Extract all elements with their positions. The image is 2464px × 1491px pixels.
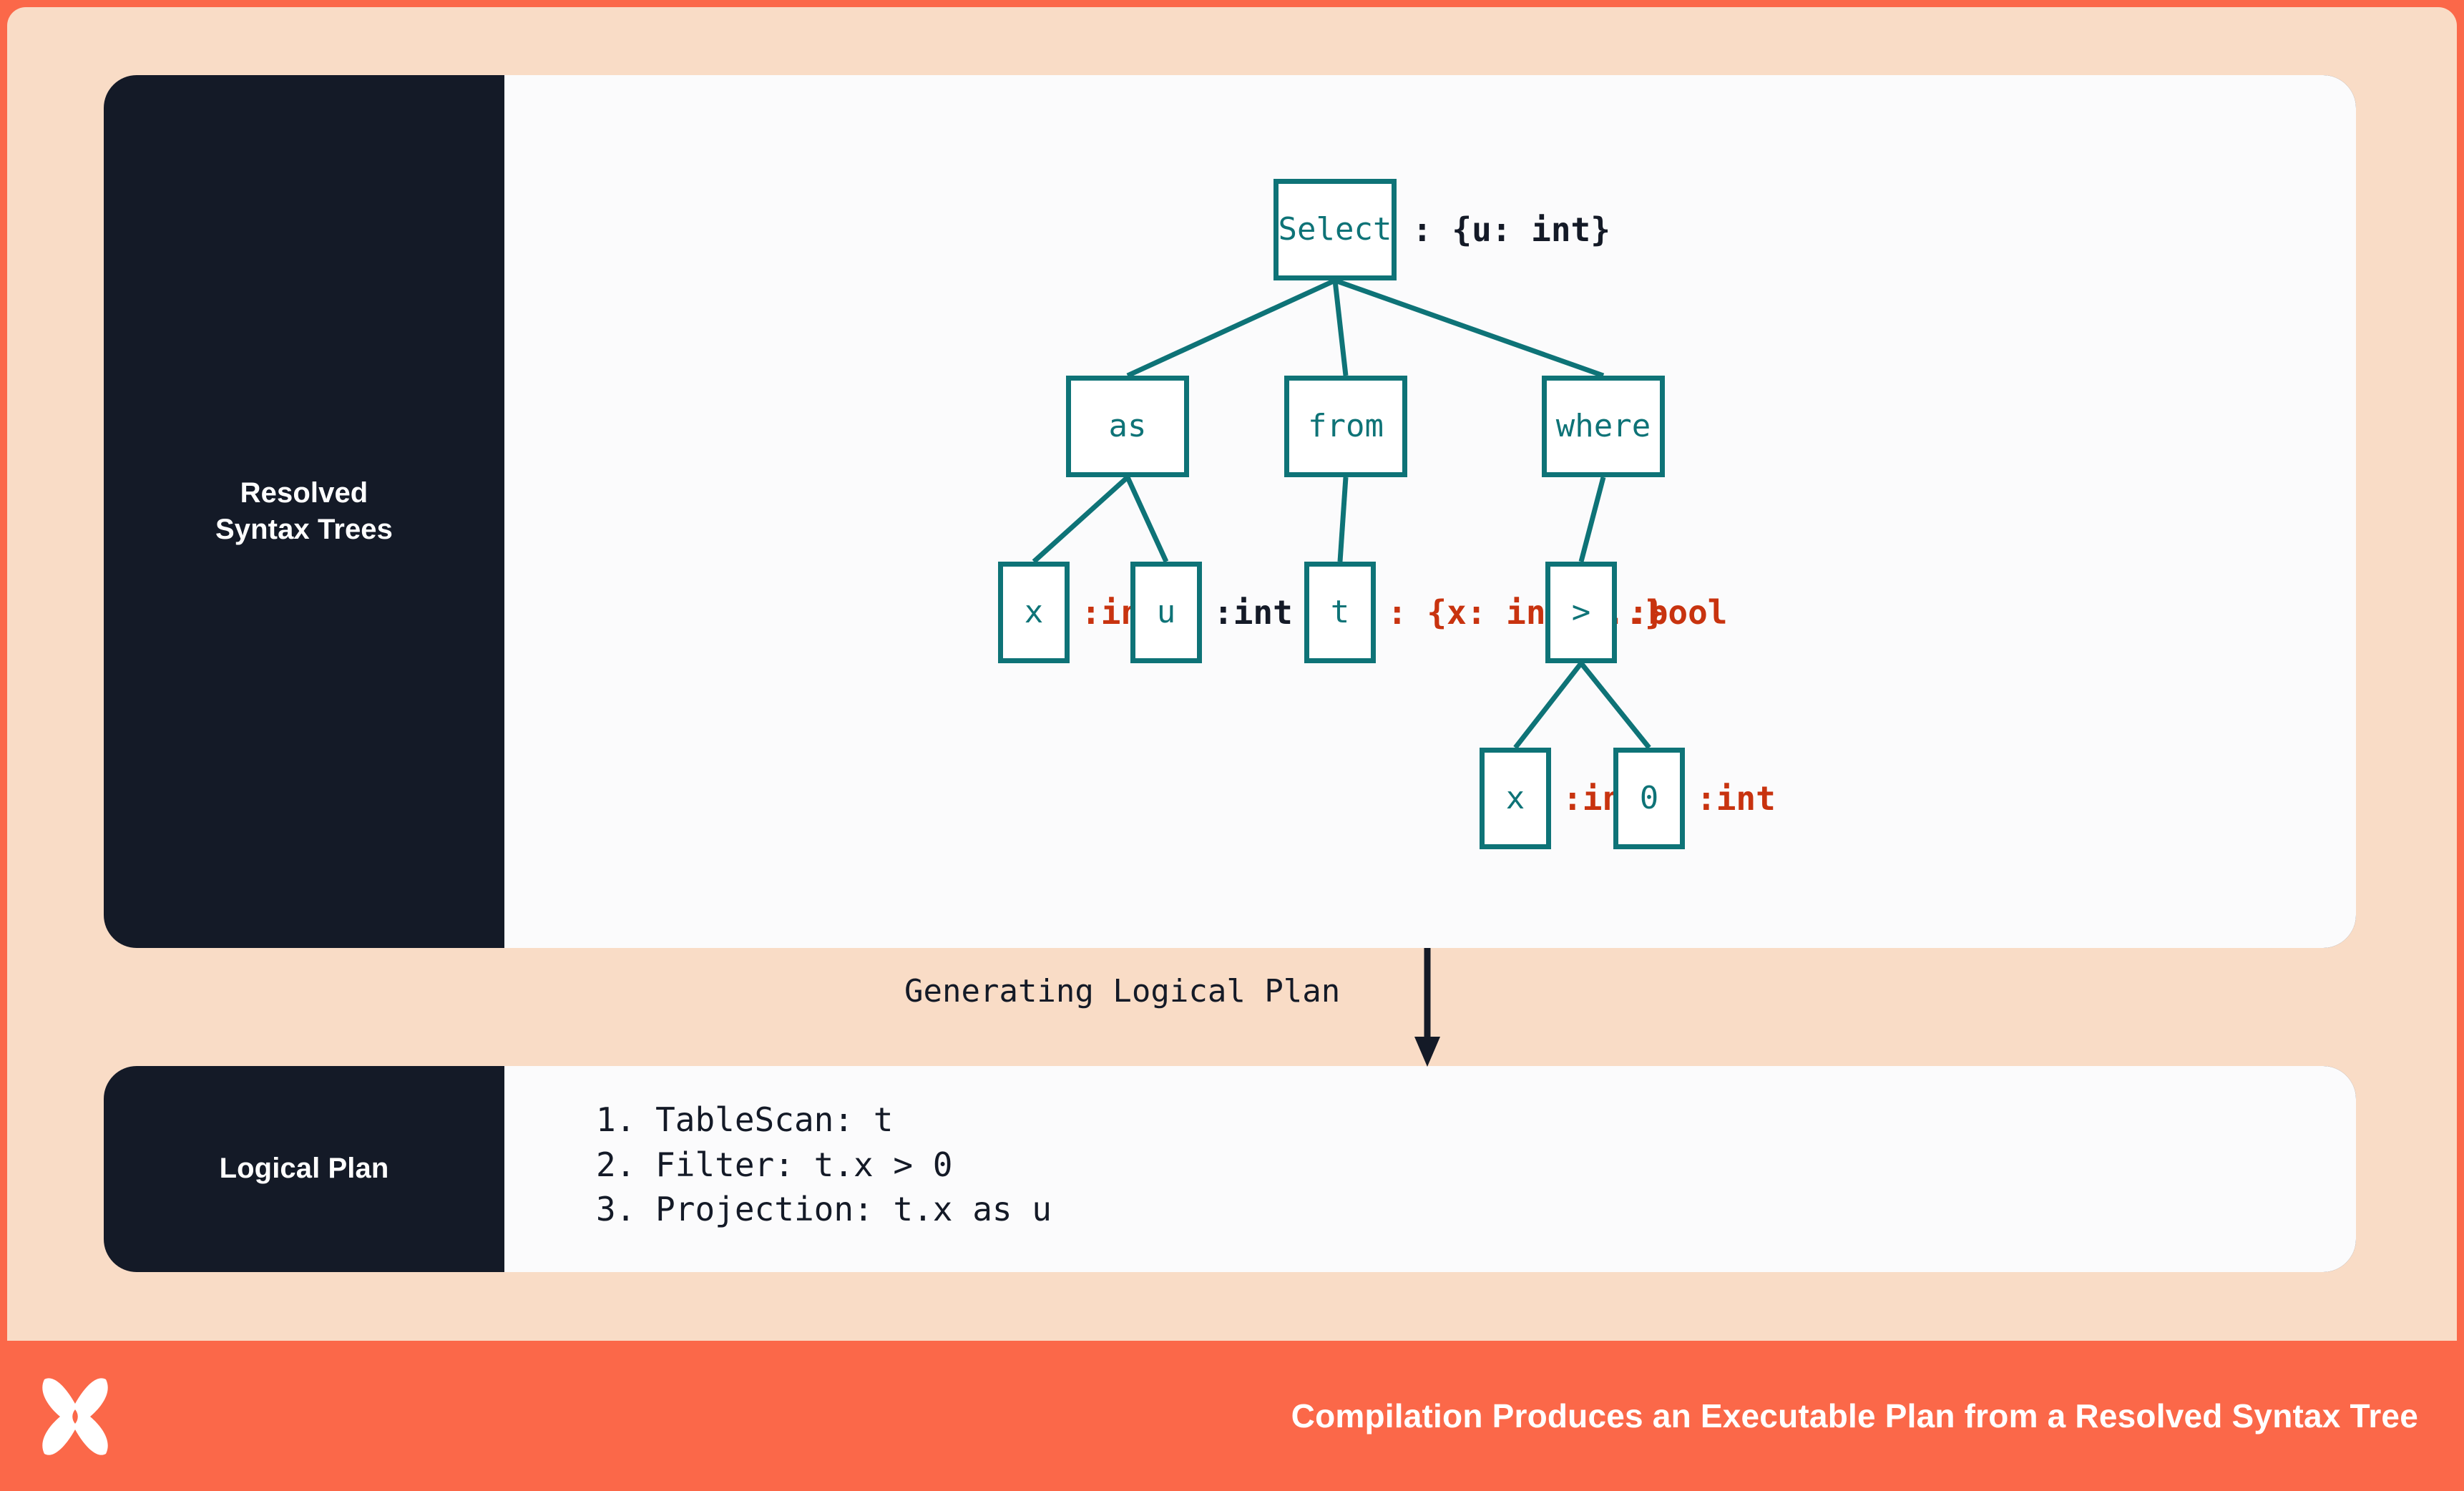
tree-edge-where-to-gt	[1578, 476, 1606, 562]
tree-edge-select-to-where	[1334, 278, 1605, 378]
type-annotation-gt: :bool	[1628, 593, 1728, 632]
type-annotation-as-u: :int	[1213, 593, 1293, 632]
tree-edge-select-to-as	[1126, 278, 1336, 378]
tree-edge-gt-to-gt-x	[1513, 661, 1583, 750]
logical-plan-label: Logical Plan	[219, 1153, 389, 1185]
tree-node-gt[interactable]: >	[1545, 562, 1617, 663]
tree-node-gt-x[interactable]: x	[1480, 748, 1551, 849]
tree-edge-from-to-from-t	[1337, 476, 1349, 562]
connector-caption: Generating Logical Plan	[904, 973, 1341, 1010]
tree-edge-select-to-from	[1332, 280, 1349, 376]
type-annotation-select: : {u: int}	[1412, 210, 1610, 249]
tree-edge-as-to-as-u	[1125, 476, 1169, 563]
resolved-syntax-trees-label: Resolved Syntax Trees	[104, 75, 504, 948]
footer-title: Compilation Produces an Executable Plan …	[1291, 1397, 2418, 1434]
logical-plan-step: 1. TableScan: t	[596, 1100, 894, 1139]
logical-plan-panel: 1. TableScan: t 2. Filter: t.x > 0 3. Proj…	[504, 1066, 2356, 1272]
tree-node-as-x[interactable]: x	[998, 562, 1070, 663]
type-annotation-gt-0: :int	[1696, 779, 1776, 818]
tree-node-from-t[interactable]: t	[1304, 562, 1376, 663]
tree-node-as-u[interactable]: u	[1130, 562, 1202, 663]
tree-edge-as-to-as-x	[1032, 475, 1130, 564]
rst-label-line-2: Syntax Trees	[215, 514, 393, 545]
rst-label-line-1: Resolved	[240, 476, 368, 509]
tree-node-where[interactable]: where	[1542, 376, 1665, 477]
arrow-down-icon	[1414, 948, 1440, 1067]
logical-plan-card: Logical Plan 1. TableScan: t 2. Filter: t…	[104, 1066, 2356, 1272]
footer-bar: Compilation Produces an Executable Plan …	[0, 1341, 2464, 1491]
type-annotation-from-t: : {x: int,...}	[1387, 593, 1665, 632]
tree-node-gt-0[interactable]: 0	[1613, 748, 1685, 849]
tree-node-from[interactable]: from	[1284, 376, 1407, 477]
tree-node-as[interactable]: as	[1066, 376, 1189, 477]
logical-plan-step: 2. Filter: t.x > 0	[596, 1145, 953, 1184]
tree-edge-gt-to-gt-0	[1579, 661, 1651, 750]
logical-plan-steps: 1. TableScan: t 2. Filter: t.x > 0 3. Proj…	[596, 1098, 1052, 1232]
tree-edge-layer	[1032, 278, 1651, 750]
logo-glyph	[42, 1378, 108, 1455]
tree-node-select[interactable]: Select	[1273, 179, 1397, 280]
logical-plan-step: 3. Projection: t.x as u	[596, 1190, 1052, 1229]
resolved-syntax-trees-card: Resolved Syntax Trees Select : {u: int} as…	[104, 75, 2356, 948]
butterfly-x-logo-icon	[36, 1375, 114, 1458]
connector-arrow	[1413, 948, 1442, 1068]
